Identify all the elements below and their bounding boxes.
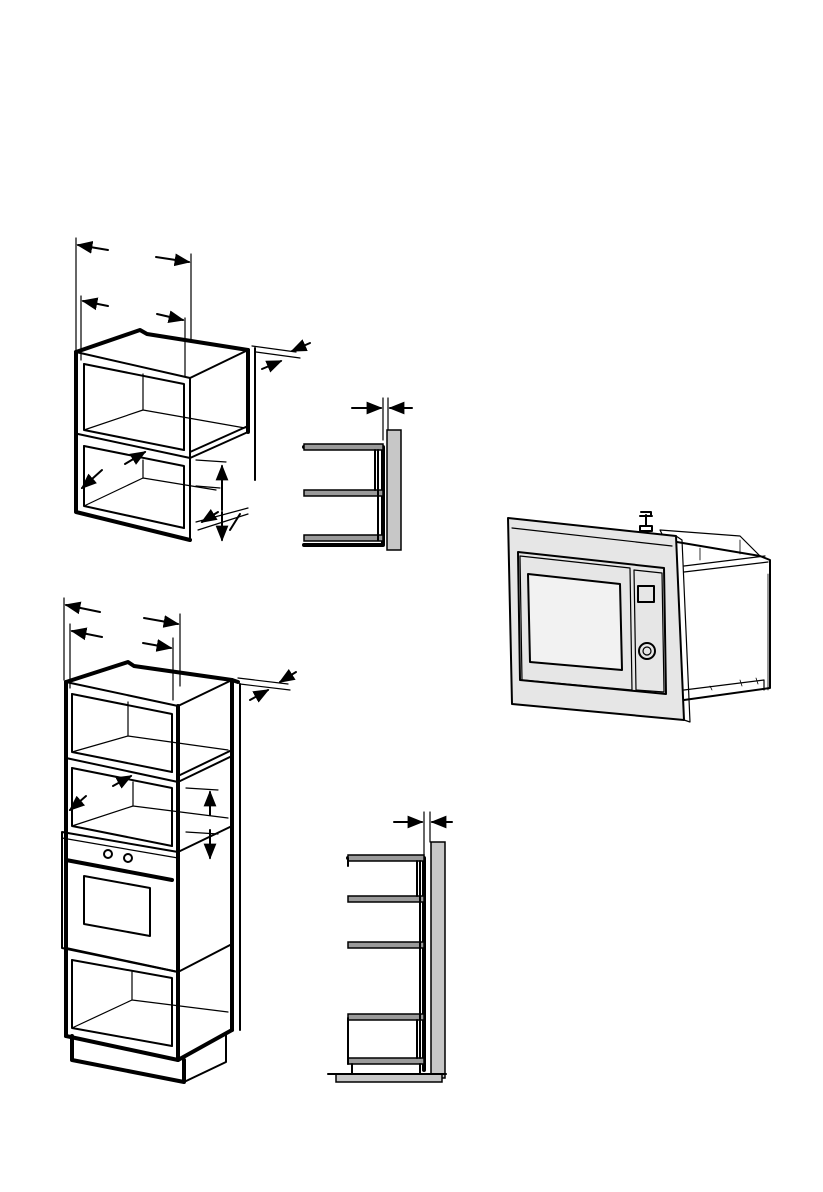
tall-back-gap-dimension: [238, 672, 296, 700]
wall-cabinet-niche-figure: [76, 238, 310, 540]
oven: [62, 826, 232, 972]
oven-knob-left: [104, 850, 112, 858]
tall-niche-shelf-section: [348, 896, 424, 902]
bottom-shelf-section: [304, 535, 383, 541]
tall-inner-width-dimension: [72, 631, 171, 648]
floor-section: [336, 1074, 442, 1082]
tall-cabinet-body: [62, 662, 240, 1082]
middle-shelf-section: [304, 490, 383, 496]
oven-knob-right: [124, 854, 132, 862]
inner-width-dimension: [83, 301, 183, 320]
outer-width-dimension: [78, 245, 189, 262]
top-shelf-section: [304, 444, 383, 450]
tall-bottom-shelf-section: [348, 1058, 424, 1064]
tall-niche-height-dimension: [186, 788, 218, 858]
gap-to-wall-dimension: [352, 398, 412, 440]
tall-niche-depth-dimension: [70, 776, 131, 810]
back-gap-dimension: [252, 343, 310, 369]
niche-depth-dimension: [82, 452, 145, 488]
tall-top-shelf-section: [348, 855, 424, 861]
oven-handle: [66, 860, 172, 880]
tall-middle-shelf-section: [348, 942, 424, 948]
microwave-door-window: [528, 574, 622, 670]
tall-outer-width-dimension: [66, 605, 178, 624]
built-in-microwave-figure: [508, 512, 770, 722]
mounting-screw-icon: [640, 512, 652, 531]
oven-window: [84, 876, 150, 936]
niche-height-dimension: [196, 460, 226, 540]
tall-cabinet-niche-figure: [62, 598, 296, 1082]
wall-section: [387, 430, 401, 550]
wall-cabinet-side-section-figure: [304, 398, 412, 550]
tall-lower-shelf-section: [348, 1014, 424, 1020]
tall-cabinet-side-section-figure: [328, 812, 452, 1082]
tall-wall-section: [431, 842, 445, 1078]
wall-cabinet-body: [76, 330, 255, 540]
